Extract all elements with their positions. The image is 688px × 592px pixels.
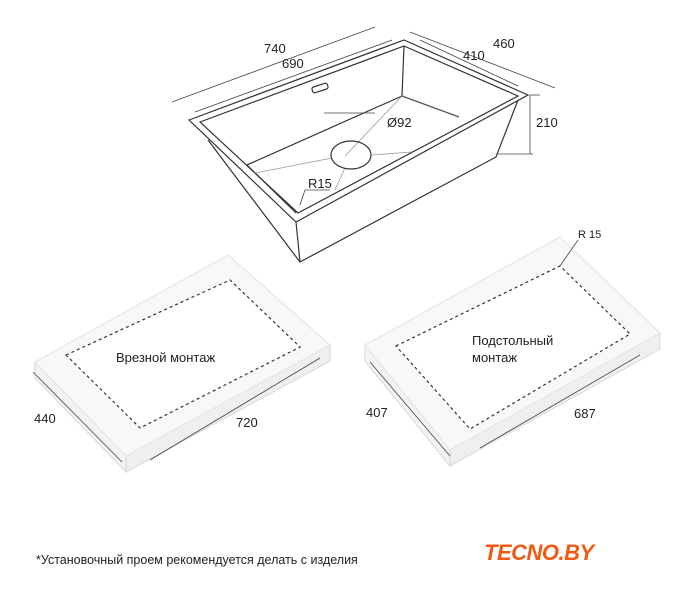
flush-mount-title: Врезной монтаж: [116, 350, 216, 365]
dim-width-inner: 410: [463, 48, 485, 63]
dim-radius: R15: [308, 176, 332, 191]
undermount-title-line2: монтаж: [472, 350, 518, 365]
dim-length-inner: 690: [282, 56, 304, 71]
dim-under-length: 687: [574, 406, 596, 421]
tecno-logo: TECNO.BY: [484, 540, 594, 565]
under-cutout: [395, 265, 631, 430]
footnote: *Установочный проем рекомендуется делать…: [36, 553, 358, 567]
dim-under-width: 407: [366, 405, 388, 420]
dim-drain: Ø92: [387, 115, 412, 130]
dim-flush-length: 720: [236, 415, 258, 430]
drain-hole: [330, 140, 372, 170]
dim-depth: 210: [536, 115, 558, 130]
dim-width-outer: 460: [493, 36, 515, 51]
undermount-title-line1: Подстольный: [472, 333, 554, 348]
flush-cutout: [64, 279, 302, 429]
sink-basin: [245, 45, 405, 214]
dim-length-outer: 740: [264, 41, 286, 56]
dim-under-radius: R 15: [578, 229, 601, 241]
sink-body-side: [207, 99, 519, 263]
overflow-slot: [311, 82, 329, 94]
dim-flush-width: 440: [34, 411, 56, 426]
sink-rim: [187, 39, 530, 223]
